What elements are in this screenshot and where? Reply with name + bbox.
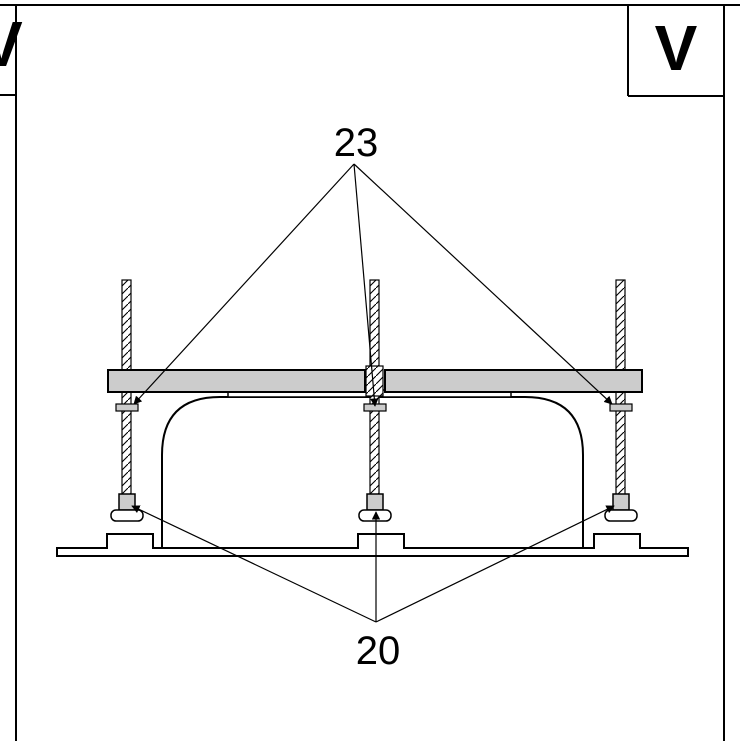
nut-right xyxy=(609,403,633,412)
base-plate xyxy=(56,533,689,557)
previous-panel-fragment: V xyxy=(0,8,23,96)
bolt-center xyxy=(358,493,392,522)
leaders-upper xyxy=(133,163,613,407)
step-label: V xyxy=(655,12,698,84)
callout-lower: 20 xyxy=(356,629,401,673)
step-label-box: V xyxy=(627,5,724,97)
mounting-rail xyxy=(107,369,643,393)
corner-label: V xyxy=(0,8,23,80)
nuts xyxy=(115,403,633,412)
leaders-lower xyxy=(131,505,615,623)
center-rod-clamp xyxy=(365,365,384,397)
page-frame xyxy=(0,4,740,741)
mounting-rail-right xyxy=(384,369,643,393)
mounting-rail-left xyxy=(107,369,366,393)
nut-left xyxy=(115,403,139,412)
callout-upper: 23 xyxy=(334,121,379,165)
bolt-left xyxy=(110,493,144,522)
